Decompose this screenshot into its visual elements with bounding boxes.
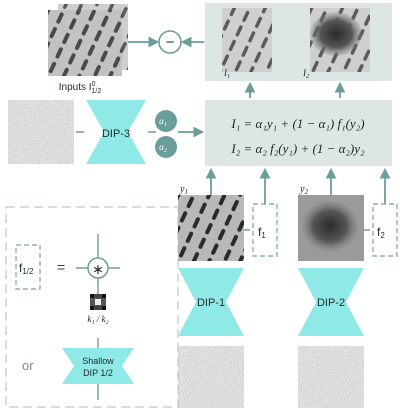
alpha2-node: α2 bbox=[155, 136, 177, 158]
noise-input-dip1 bbox=[178, 346, 244, 408]
noise-input-dip2 bbox=[298, 346, 364, 408]
equation-2: I₂ = α₂ f₂(y₁) + (1 − α₂)y₂ bbox=[230, 141, 365, 156]
noise-input-dip3 bbox=[8, 100, 74, 164]
input-images-stack bbox=[48, 4, 128, 76]
legend-or-label: or bbox=[22, 358, 34, 373]
I1-label: I1 bbox=[223, 68, 230, 80]
convolution-symbol: ∗ bbox=[92, 261, 104, 277]
dip3-label: DIP-3 bbox=[102, 128, 130, 140]
alpha1-node: α1 bbox=[155, 110, 177, 132]
dip3-block: DIP-3 bbox=[86, 100, 146, 164]
minus-symbol: − bbox=[166, 34, 175, 51]
output-image-I1: I1 bbox=[222, 8, 272, 80]
kernel-thumbnail bbox=[90, 294, 106, 310]
y2-label: y2 bbox=[299, 184, 308, 196]
svg-text:α1: α1 bbox=[159, 116, 167, 128]
svg-text:α2: α2 bbox=[159, 142, 167, 154]
dip1-label: DIP-1 bbox=[197, 297, 225, 309]
legend-equals: = bbox=[57, 259, 65, 275]
y1-image bbox=[178, 195, 244, 261]
convolution-node: ∗ bbox=[87, 257, 109, 279]
f1-box bbox=[252, 203, 278, 257]
shallow-line2: DIP 1/2 bbox=[83, 368, 113, 378]
dip2-label: DIP-2 bbox=[317, 297, 345, 309]
y1-label: y1 bbox=[179, 184, 188, 196]
equation-panel bbox=[205, 100, 392, 166]
equation-1: I₁ = α₁y₁ + (1 − α₁) f₁(y₂) bbox=[230, 116, 364, 131]
dip1-block: DIP-1 bbox=[178, 268, 244, 336]
shallow-dip-block: Shallow DIP 1/2 bbox=[62, 348, 134, 384]
f2-label: f2 bbox=[377, 225, 385, 240]
output-image-I2: I2 bbox=[302, 8, 370, 80]
legend-f-box bbox=[15, 244, 41, 290]
I2-label: I2 bbox=[302, 68, 309, 80]
kernel-label: k₁ / k₂ bbox=[87, 314, 108, 324]
legend-f-label: f1/2 bbox=[19, 261, 34, 276]
subtraction-node: − bbox=[158, 30, 182, 54]
shallow-line1: Shallow bbox=[82, 356, 114, 366]
f1-label: f1 bbox=[258, 225, 266, 240]
legend-box bbox=[5, 206, 179, 408]
dip2-block: DIP-2 bbox=[298, 268, 364, 336]
input-image-front bbox=[48, 10, 122, 76]
